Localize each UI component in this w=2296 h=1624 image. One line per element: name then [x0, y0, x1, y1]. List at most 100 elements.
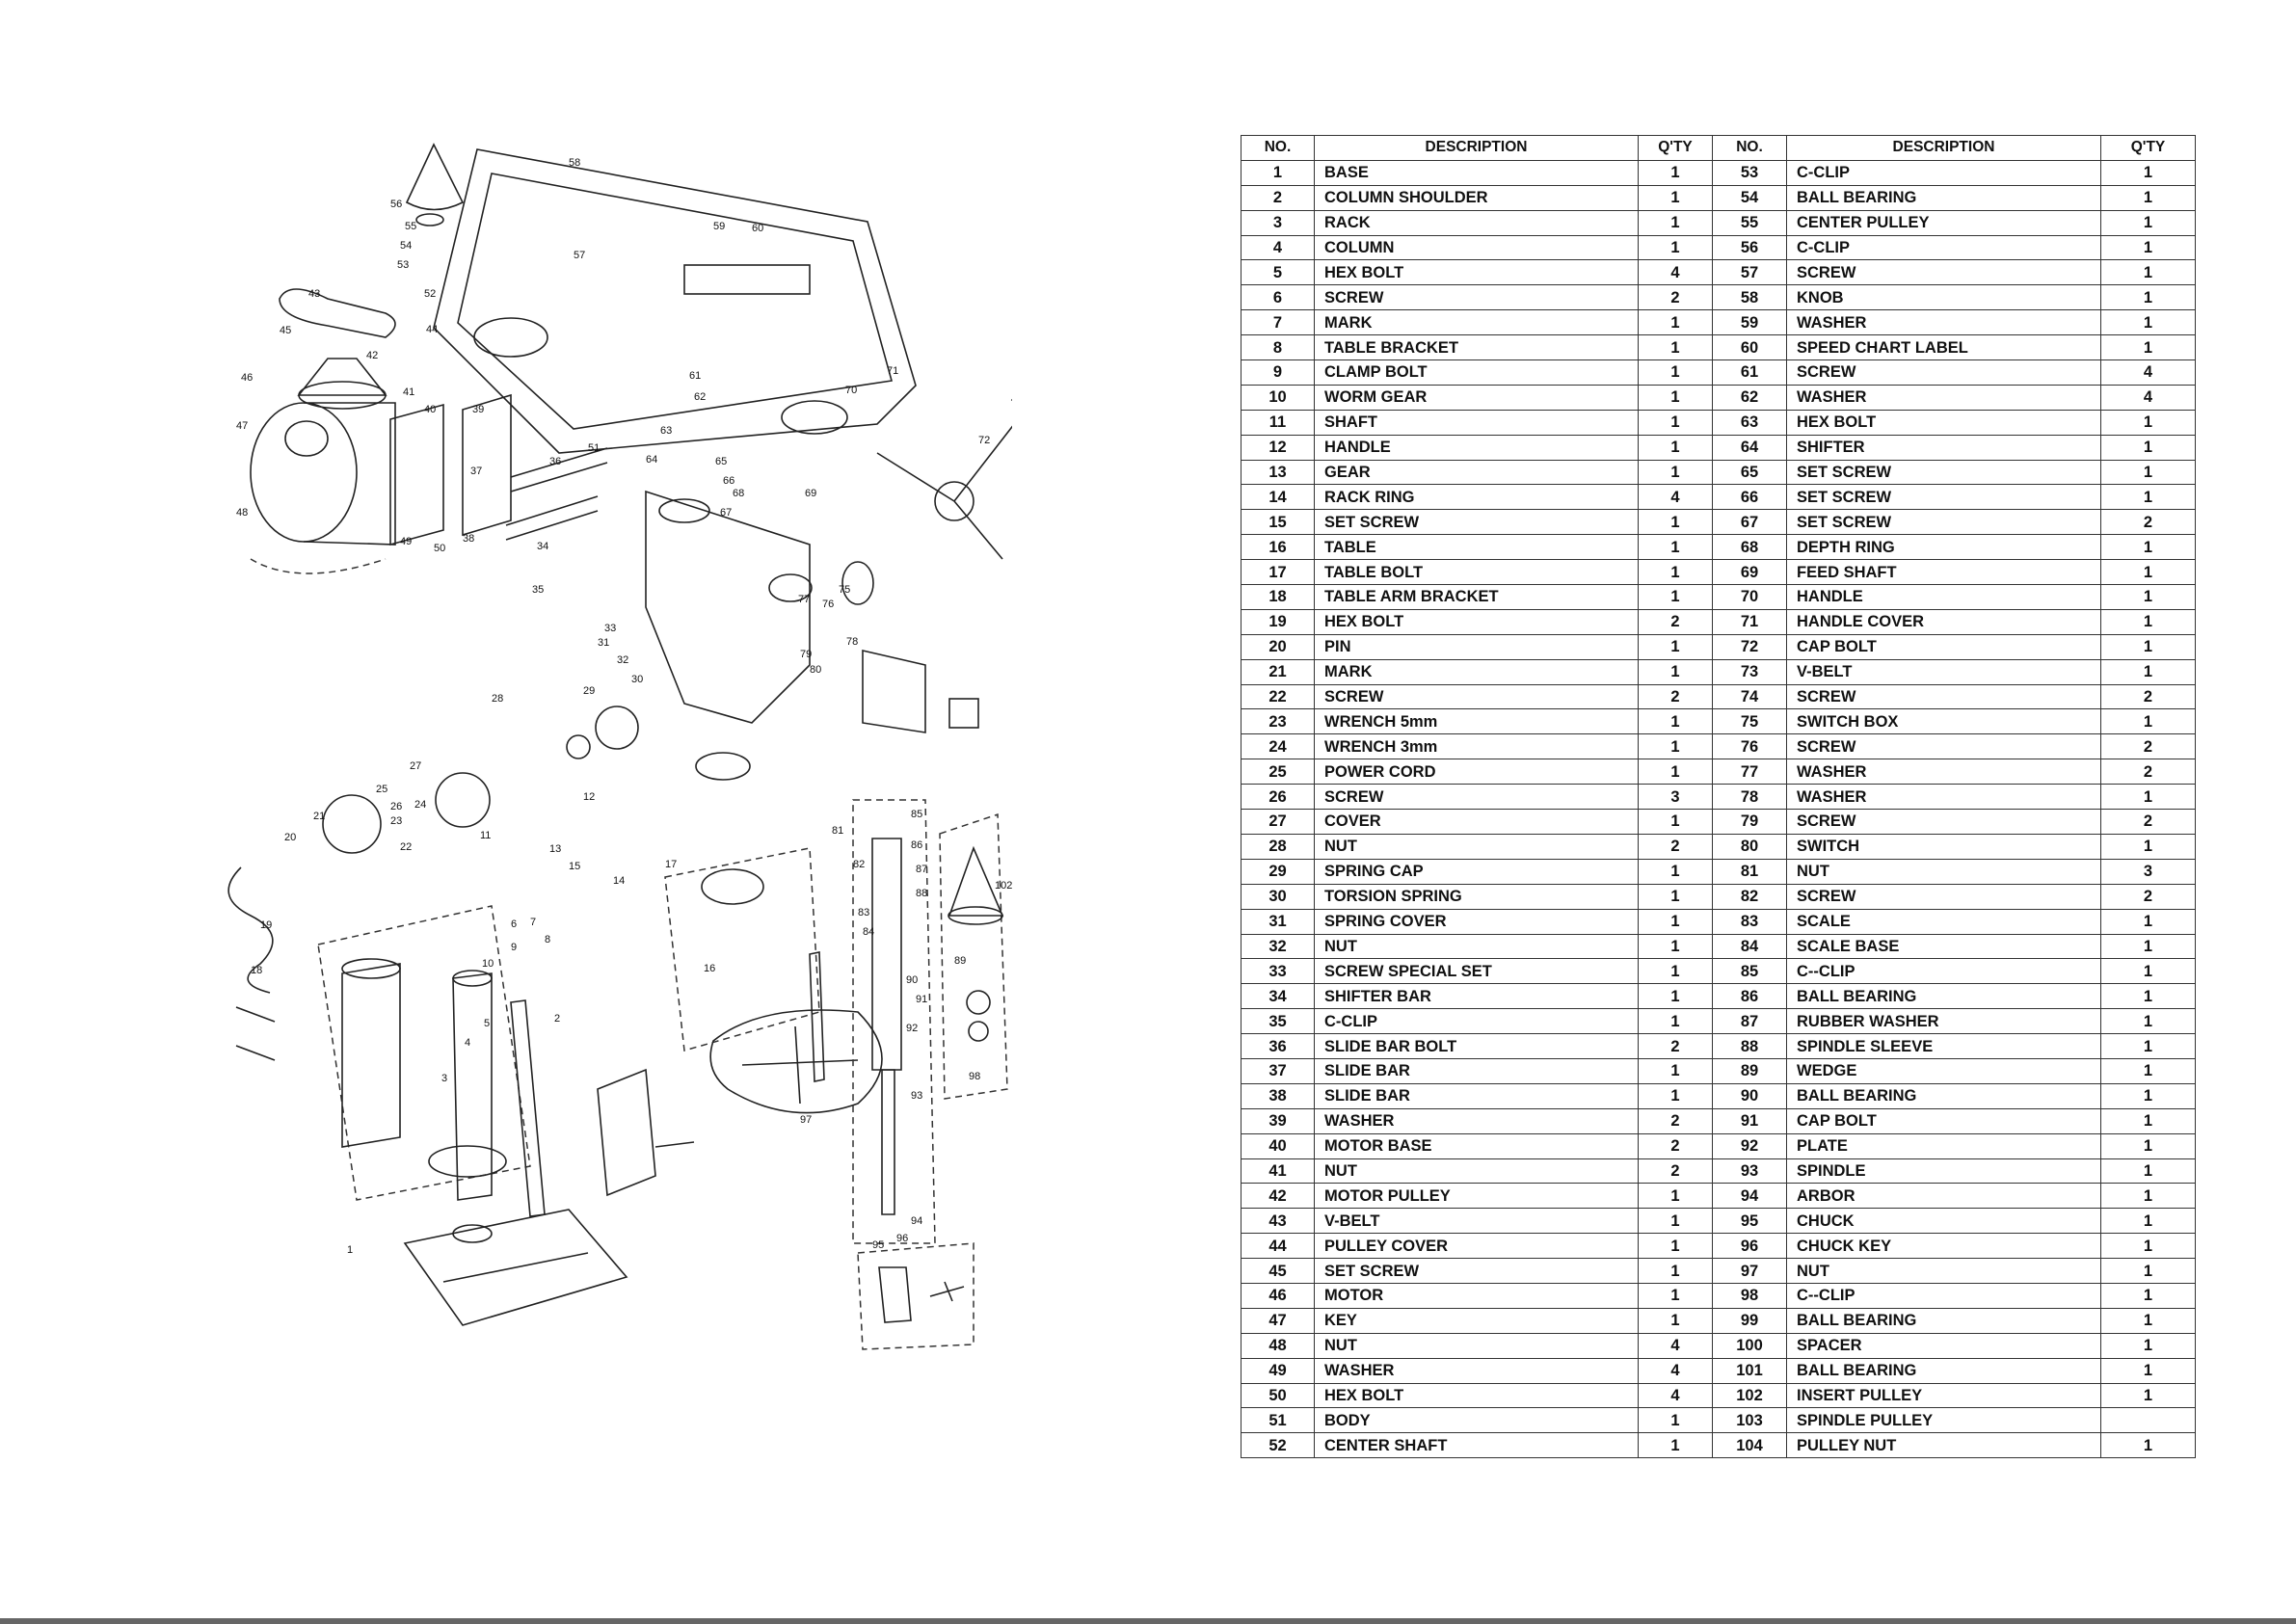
- part-no-right: 102: [1712, 1382, 1787, 1409]
- column-shoulder-top: [341, 958, 401, 979]
- callout-label: 35: [532, 584, 544, 596]
- part-no-right: 57: [1712, 259, 1787, 286]
- part-qty-left: 1: [1638, 1307, 1713, 1334]
- motor-base-shape: [389, 403, 444, 546]
- part-qty-left: 1: [1638, 459, 1713, 486]
- part-description-right: BALL BEARING: [1786, 184, 2101, 211]
- callout-label: 42: [366, 350, 378, 361]
- part-description-right: INSERT PULLEY: [1786, 1382, 2101, 1409]
- part-description-left: SHAFT: [1314, 409, 1639, 436]
- part-description-left: MARK: [1314, 658, 1639, 685]
- callout-label: 83: [858, 907, 869, 918]
- callout-label: 87: [916, 864, 927, 875]
- spindle-group-outline: [852, 799, 936, 1244]
- scale-shape: [809, 951, 825, 1082]
- part-description-right: SHIFTER: [1786, 434, 2101, 461]
- callout-label: 60: [752, 223, 763, 234]
- part-description-right: HEX BOLT: [1786, 409, 2101, 436]
- part-description-right: SPACER: [1786, 1332, 2101, 1359]
- callout-label: 92: [906, 1023, 918, 1034]
- callout-label: 28: [492, 693, 503, 705]
- callout-label: 79: [800, 649, 812, 660]
- part-description-right: PULLEY NUT: [1786, 1432, 2101, 1459]
- callout-label: 56: [390, 199, 402, 210]
- rack-shape: [510, 999, 546, 1217]
- center-pulley-shape: [405, 143, 465, 211]
- part-no-left: 36: [1241, 1033, 1315, 1059]
- part-no-left: 31: [1241, 908, 1315, 935]
- table-slots: [741, 1025, 859, 1105]
- part-qty-right: 1: [2100, 1307, 2196, 1334]
- part-description-left: C-CLIP: [1314, 1008, 1639, 1035]
- callout-label: 32: [617, 654, 628, 666]
- part-qty-right: 4: [2100, 384, 2196, 411]
- part-qty-left: 1: [1638, 933, 1713, 960]
- part-description-left: SCREW: [1314, 784, 1639, 811]
- part-description-left: NUT: [1314, 933, 1639, 960]
- callout-label: 11: [480, 830, 491, 841]
- part-description-left: HEX BOLT: [1314, 259, 1639, 286]
- drawing-parts: [227, 143, 1118, 1350]
- part-qty-left: 2: [1638, 683, 1713, 710]
- part-no-left: 21: [1241, 658, 1315, 685]
- callout-label: 2: [554, 1013, 560, 1025]
- table-bracket-outline: [664, 847, 820, 1052]
- callout-label: 49: [400, 536, 412, 547]
- part-qty-right: 2: [2100, 509, 2196, 536]
- pulley-cover-inner: [457, 173, 894, 430]
- part-no-right: 62: [1712, 384, 1787, 411]
- part-no-left: 28: [1241, 833, 1315, 860]
- part-no-right: 98: [1712, 1282, 1787, 1309]
- part-description-right: SCREW: [1786, 259, 2101, 286]
- part-qty-right: 1: [2100, 434, 2196, 461]
- part-description-left: SPRING COVER: [1314, 908, 1639, 935]
- part-qty-right: 1: [2100, 833, 2196, 860]
- part-qty-right: 1: [2100, 309, 2196, 336]
- callout-label: 45: [280, 325, 291, 336]
- callout-label: 43: [308, 288, 320, 300]
- part-qty-left: 1: [1638, 1258, 1713, 1284]
- part-qty-right: 1: [2100, 633, 2196, 660]
- part-qty-right: 1: [2100, 658, 2196, 685]
- callout-label: 30: [631, 674, 643, 685]
- part-description-left: NUT: [1314, 1332, 1639, 1359]
- part-no-left: 23: [1241, 708, 1315, 735]
- part-no-left: 25: [1241, 759, 1315, 785]
- part-qty-right: 3: [2100, 858, 2196, 885]
- part-no-left: 4: [1241, 234, 1315, 261]
- callout-label: 41: [403, 386, 414, 398]
- part-qty-right: 1: [2100, 234, 2196, 261]
- column-shoulder-flange: [428, 1145, 507, 1178]
- callout-label: 14: [613, 875, 625, 887]
- part-qty-left: 1: [1638, 1183, 1713, 1210]
- part-description-right: SWITCH: [1786, 833, 2101, 860]
- callout-label: 69: [805, 488, 816, 499]
- part-qty-left: 1: [1638, 809, 1713, 835]
- callout-label: 1: [347, 1244, 353, 1256]
- callout-label: 19: [260, 919, 272, 931]
- head-hole-shape: [658, 498, 710, 523]
- part-description-right: CHUCK: [1786, 1208, 2101, 1235]
- page-bottom-bar: [0, 1618, 2296, 1624]
- part-no-right: 74: [1712, 683, 1787, 710]
- part-qty-left: 1: [1638, 384, 1713, 411]
- part-no-left: 33: [1241, 958, 1315, 985]
- part-qty-left: 2: [1638, 1107, 1713, 1134]
- part-qty-right: 1: [2100, 1382, 2196, 1409]
